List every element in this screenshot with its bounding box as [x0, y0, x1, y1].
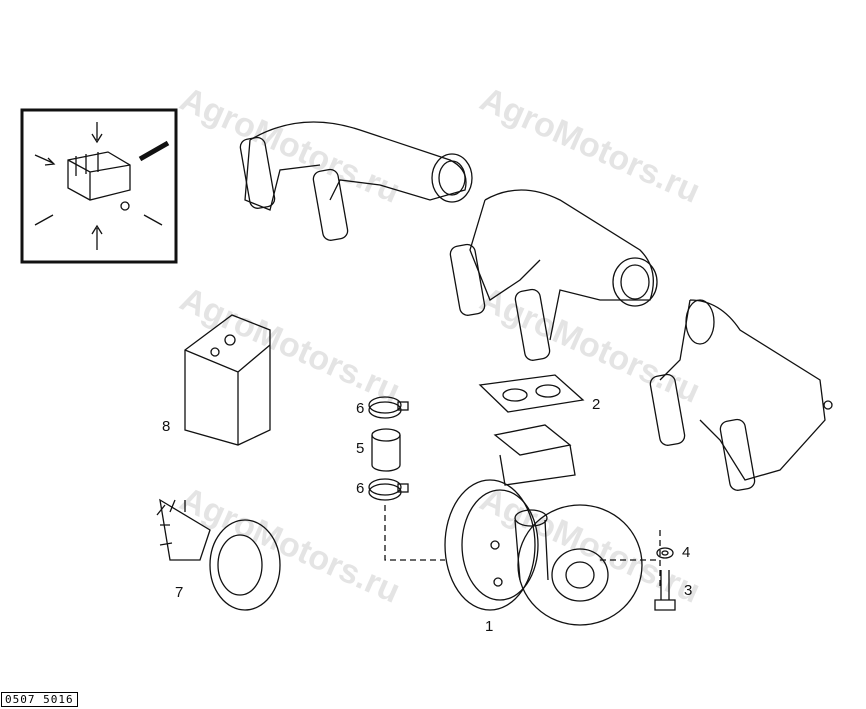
assembly-line — [384, 505, 660, 561]
inset-heat-flow-diagram — [20, 108, 178, 264]
exhaust-manifold-middle — [449, 189, 658, 361]
drawing-code: 0507 5016 — [1, 692, 78, 707]
callout-1: 1 — [485, 618, 494, 635]
callout-2: 2 — [592, 396, 601, 413]
exhaust-manifold-front — [239, 121, 473, 241]
turbo-cartridge — [156, 498, 281, 611]
callout-7: 7 — [175, 584, 184, 601]
callout-5: 5 — [356, 440, 365, 457]
callout-8: 8 — [162, 418, 171, 435]
turbocharger — [444, 424, 643, 626]
hose-clamp-upper — [368, 396, 409, 419]
callout-6: 6 — [356, 480, 365, 497]
exhaust-manifold-rear — [649, 299, 833, 491]
gasket — [478, 374, 585, 413]
sleeve — [371, 428, 401, 472]
callout-3: 3 — [684, 582, 693, 599]
hose-clamp-lower — [368, 478, 409, 501]
heat-shield — [184, 314, 271, 446]
callout-4: 4 — [682, 544, 691, 561]
bolt — [654, 570, 676, 611]
washer — [656, 547, 674, 559]
callout-6: 6 — [356, 400, 365, 417]
